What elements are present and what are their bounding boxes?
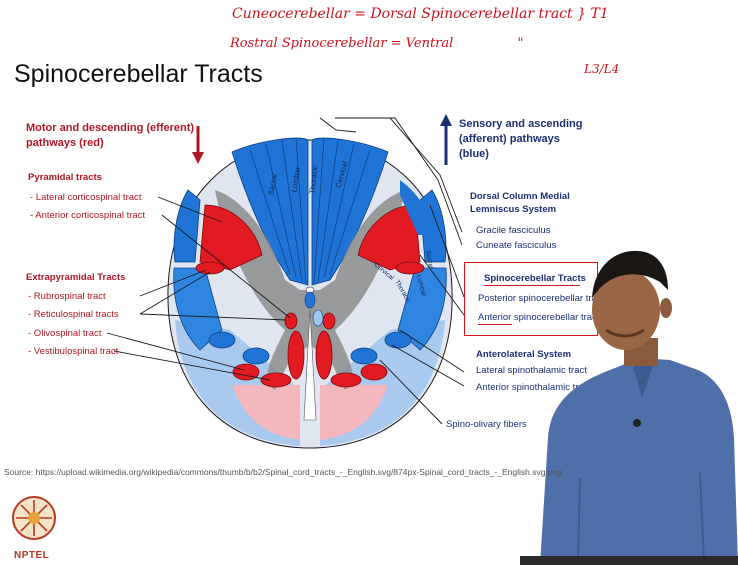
anterior-underline [478,324,512,325]
label-spino-olivary: Spino-olivary fibers [446,419,527,430]
pyramidal-title: Pyramidal tracts [28,172,102,183]
extrapyramidal-title: Extrapyramidal Tracts [26,272,125,283]
nptel-logo-text: NPTEL [14,550,49,561]
label-rubrospinal: - Rubrospinal tract [28,291,106,302]
descending-header: Motor and descending (efferent) pathways… [26,121,194,151]
label-anterior-corticospinal: - Anterior corticospinal tract [30,210,145,221]
label-reticulospinal: - Reticulospinal tracts [28,309,119,320]
dorsal-column-title: Dorsal Column Medial Lemniscus System [470,190,570,217]
label-olivospinal: - Olivospinal tract [28,328,101,339]
presenter-video [520,238,738,565]
nptel-logo-icon [10,492,60,548]
ascending-arrow-icon [440,114,452,165]
ascending-header: Sensory and ascending (afferent) pathway… [459,117,582,162]
label-vestibulospinal: - Vestibulospinal tract [28,346,118,357]
label-lateral-corticospinal: - Lateral corticospinal tract [30,192,141,203]
source-citation: Source: https://upload.wikimedia.org/wik… [4,467,562,477]
label-gracile-fasciculus: Gracile fasciculus [476,225,550,236]
